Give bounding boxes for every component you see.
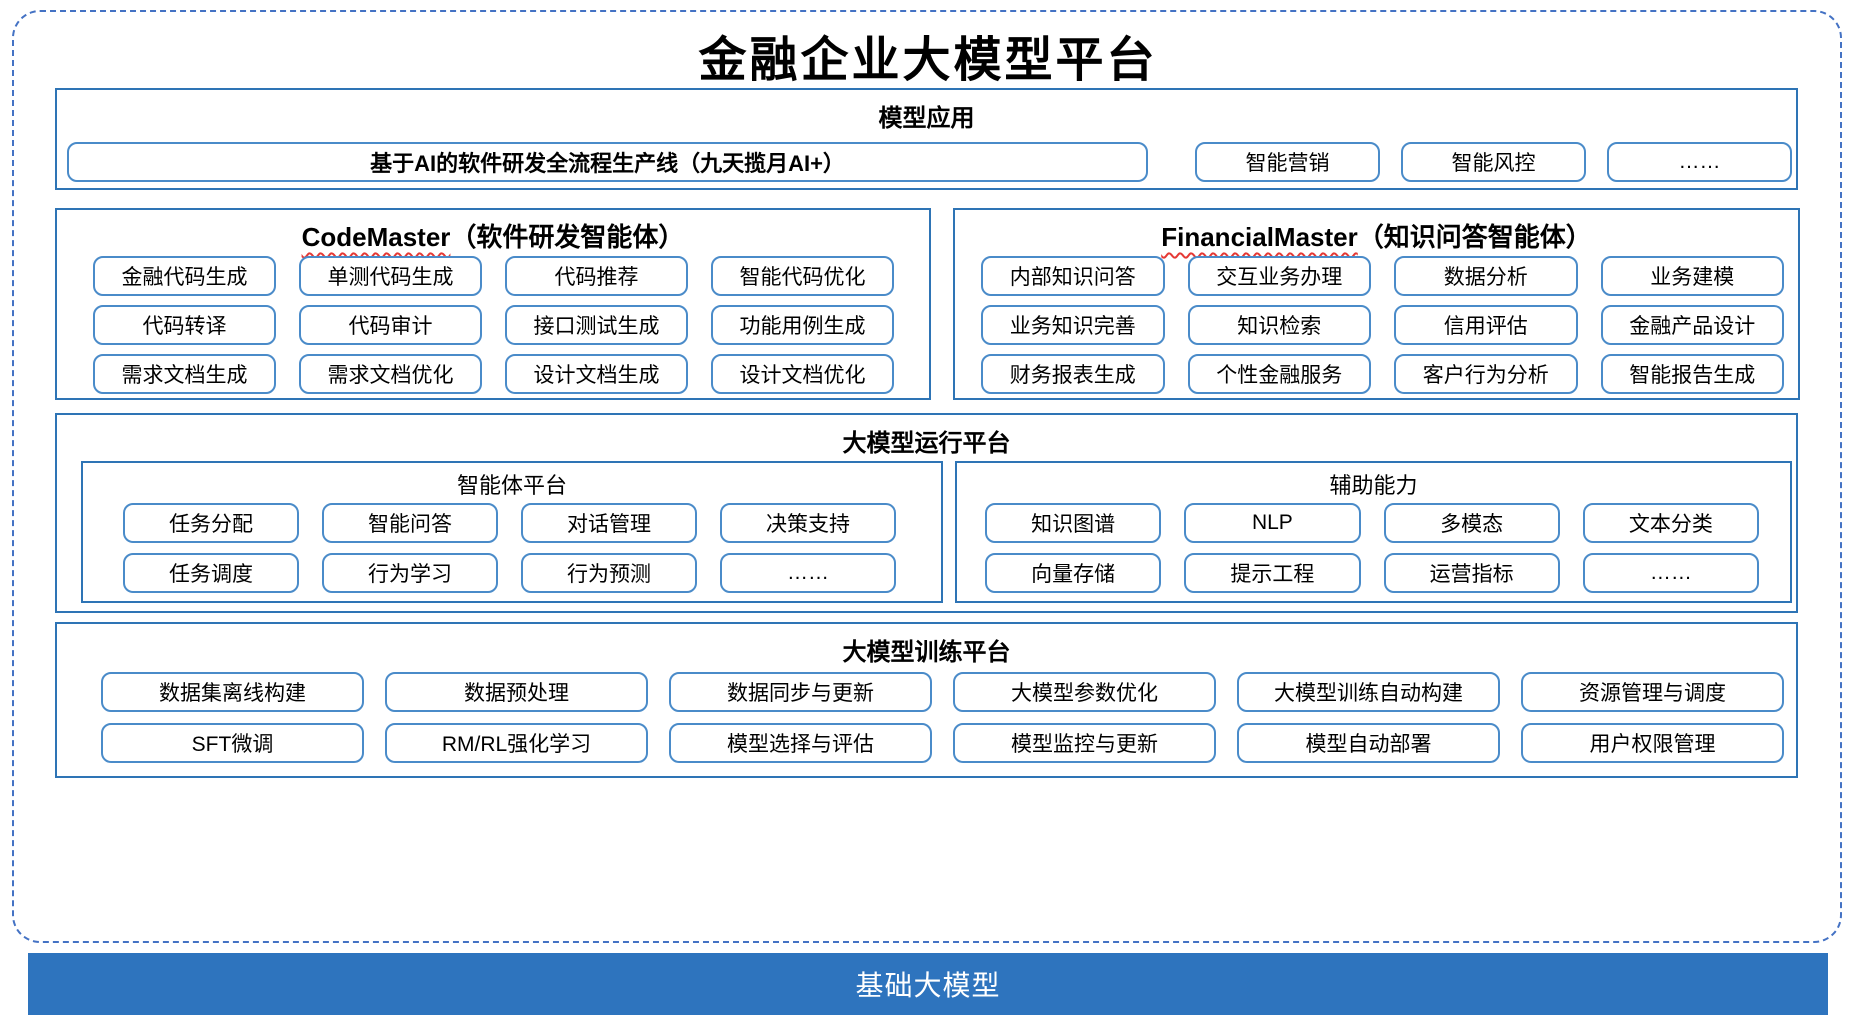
item-box-ellipsis: ……	[1582, 553, 1759, 593]
item-box: 接口测试生成	[505, 305, 688, 345]
item-box: 设计文档优化	[711, 354, 894, 394]
item-box: 个性金融服务	[1187, 354, 1371, 394]
item-box: 大模型参数优化	[953, 672, 1216, 712]
item-box: 代码审计	[299, 305, 482, 345]
section-title: 模型应用	[878, 105, 975, 132]
item-box: 客户行为分析	[1394, 354, 1578, 394]
item-box: 决策支持	[720, 503, 896, 543]
item-box: 运营指标	[1383, 553, 1560, 593]
item-box: RM/RL强化学习	[385, 723, 648, 763]
item-box: 金融代码生成	[93, 256, 276, 296]
item-box: 业务建模	[1600, 256, 1784, 296]
item-box: 文本分类	[1582, 503, 1759, 543]
section-title: 大模型运行平台	[842, 430, 1011, 457]
item-box: 单测代码生成	[299, 256, 482, 296]
outer-dashed-frame	[12, 10, 1842, 943]
item-box: 内部知识问答	[981, 256, 1165, 296]
item-box: 智能风控	[1401, 142, 1586, 182]
item-box: NLP	[1184, 503, 1361, 543]
item-box-ellipsis: ……	[1607, 142, 1792, 182]
item-box-ellipsis: ……	[720, 553, 896, 593]
item-box: 大模型训练自动构建	[1237, 672, 1500, 712]
item-box: 模型监控与更新	[953, 723, 1216, 763]
item-box: 需求文档生成	[93, 354, 276, 394]
section-runtime-platform: 大模型运行平台 智能体平台 任务分配 智能问答 对话管理 决策支持 任务调度 行…	[55, 413, 1798, 613]
item-box: 知识图谱	[985, 503, 1162, 543]
item-box: 数据集离线构建	[101, 672, 364, 712]
item-box: 多模态	[1383, 503, 1560, 543]
codemaster-title-zh: （软件研发智能体）	[450, 222, 685, 252]
item-box: 智能问答	[322, 503, 498, 543]
section-codemaster: CodeMaster（软件研发智能体） 金融代码生成 单测代码生成 代码推荐 智…	[55, 208, 931, 400]
codemaster-title-en: CodeMaster	[301, 222, 451, 252]
section-title: CodeMaster（软件研发智能体）	[57, 217, 929, 254]
subsection-agent-platform: 智能体平台 任务分配 智能问答 对话管理 决策支持 任务调度 行为学习 行为预测…	[81, 461, 943, 603]
item-box: SFT微调	[101, 723, 364, 763]
aux-ability-grid: 知识图谱 NLP 多模态 文本分类 向量存储 提示工程 运营指标 ……	[985, 503, 1759, 593]
item-box: 数据分析	[1394, 256, 1578, 296]
item-box: 智能报告生成	[1600, 354, 1784, 394]
section-training-platform: 大模型训练平台 数据集离线构建 数据预处理 数据同步与更新 大模型参数优化 大模…	[55, 622, 1798, 778]
subsection-title: 智能体平台	[456, 473, 567, 498]
item-box: 数据同步与更新	[669, 672, 932, 712]
item-box: 模型自动部署	[1237, 723, 1500, 763]
item-box: 功能用例生成	[711, 305, 894, 345]
item-box: 知识检索	[1187, 305, 1371, 345]
item-box: 财务报表生成	[981, 354, 1165, 394]
item-box: 任务分配	[123, 503, 299, 543]
item-box: 模型选择与评估	[669, 723, 932, 763]
application-row: 基于AI的软件研发全流程生产线（九天揽月AI+） 智能营销 智能风控 ……	[67, 142, 1792, 182]
subsection-title: 辅助能力	[1329, 473, 1418, 498]
financialmaster-title-en: FinancialMaster	[1161, 222, 1358, 252]
base-model-bar: 基础大模型	[28, 953, 1828, 1015]
base-model-label: 基础大模型	[855, 970, 1001, 1001]
training-grid: 数据集离线构建 数据预处理 数据同步与更新 大模型参数优化 大模型训练自动构建 …	[101, 672, 1784, 763]
item-box: 用户权限管理	[1521, 723, 1784, 763]
item-box: 对话管理	[521, 503, 697, 543]
agent-platform-grid: 任务分配 智能问答 对话管理 决策支持 任务调度 行为学习 行为预测 ……	[123, 503, 896, 593]
item-box: 数据预处理	[385, 672, 648, 712]
item-box: 智能代码优化	[711, 256, 894, 296]
page-title: 金融企业大模型平台	[698, 32, 1158, 88]
financialmaster-grid: 内部知识问答 交互业务办理 数据分析 业务建模 业务知识完善 知识检索 信用评估…	[981, 256, 1784, 394]
item-box: 智能营销	[1195, 142, 1380, 182]
item-box: 提示工程	[1184, 553, 1361, 593]
item-box: 资源管理与调度	[1521, 672, 1784, 712]
financialmaster-title-zh: （知识问答智能体）	[1357, 222, 1592, 252]
item-box: 代码推荐	[505, 256, 688, 296]
section-title: 大模型训练平台	[842, 639, 1011, 666]
codemaster-grid: 金融代码生成 单测代码生成 代码推荐 智能代码优化 代码转译 代码审计 接口测试…	[93, 256, 894, 394]
item-box: 向量存储	[985, 553, 1162, 593]
section-model-application: 模型应用 基于AI的软件研发全流程生产线（九天揽月AI+） 智能营销 智能风控 …	[55, 88, 1798, 190]
item-box: 代码转译	[93, 305, 276, 345]
item-box: 需求文档优化	[299, 354, 482, 394]
subsection-aux-ability: 辅助能力 知识图谱 NLP 多模态 文本分类 向量存储 提示工程 运营指标 ……	[955, 461, 1792, 603]
section-title: FinancialMaster（知识问答智能体）	[955, 217, 1798, 254]
section-financialmaster: FinancialMaster（知识问答智能体） 内部知识问答 交互业务办理 数…	[953, 208, 1800, 400]
item-box: 金融产品设计	[1600, 305, 1784, 345]
pipeline-box: 基于AI的软件研发全流程生产线（九天揽月AI+）	[67, 142, 1148, 182]
item-box: 信用评估	[1394, 305, 1578, 345]
item-box: 行为预测	[521, 553, 697, 593]
item-box: 任务调度	[123, 553, 299, 593]
item-box: 设计文档生成	[505, 354, 688, 394]
item-box: 业务知识完善	[981, 305, 1165, 345]
item-box: 行为学习	[322, 553, 498, 593]
item-box: 交互业务办理	[1187, 256, 1371, 296]
